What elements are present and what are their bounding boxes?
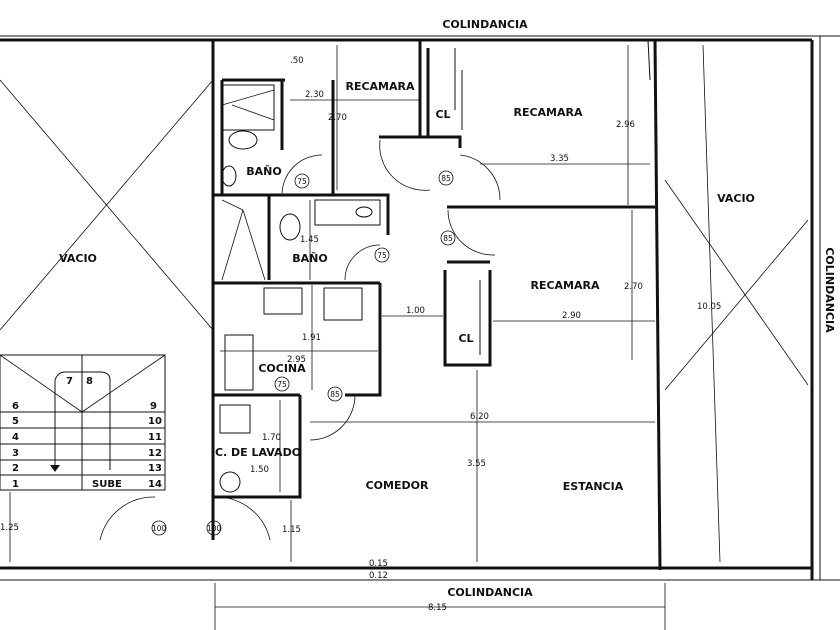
dimension-label: 2.70 [328, 113, 347, 123]
dimension-label: 1.45 [300, 235, 319, 245]
door-width-tag: 85 [441, 174, 451, 183]
closet-label: CL [458, 332, 473, 345]
laundry-sink-icon [219, 404, 251, 434]
stair-step: 14 [148, 479, 162, 490]
vacio-right-label: VACIO [717, 192, 755, 205]
stair-step: 5 [12, 416, 19, 427]
stair-step: 3 [12, 448, 19, 459]
dimension-label: 2.70 [624, 282, 643, 292]
door-tags: 75 85 85 75 75 85 100 100 [151, 170, 456, 536]
sink-icon [355, 206, 373, 218]
recamara-label: RECAMARA [530, 279, 600, 292]
recamara-label: RECAMARA [345, 80, 415, 93]
washer-icon [219, 471, 241, 493]
stove-icon [263, 287, 303, 315]
door-width-tag: 75 [277, 380, 287, 389]
dimension-label: 1.00 [406, 306, 425, 316]
stair-step: 9 [150, 401, 157, 412]
stair-sube-label: SUBE [92, 479, 122, 490]
bathroom-label: BAÑO [292, 252, 327, 265]
stair-step: 6 [12, 401, 19, 412]
door-width-tag: 85 [443, 234, 453, 243]
door-width-tag: 75 [377, 251, 387, 260]
dining-label: COMEDOR [366, 479, 429, 492]
vacio-left-label: VACIO [59, 252, 97, 265]
dimension-label: 1.15 [282, 525, 301, 535]
dimension-label: 3.55 [467, 459, 486, 469]
door-width-tag: 100 [207, 524, 222, 533]
stair-step: 8 [86, 376, 93, 387]
door-swings [99, 139, 501, 541]
colindancia-bottom-label: COLINDANCIA [447, 586, 533, 599]
stair-step: 2 [12, 463, 19, 474]
fridge-icon [323, 287, 363, 321]
living-label: ESTANCIA [563, 480, 624, 493]
dimension-label: 2.95 [287, 355, 306, 365]
kitchen-label: COCINA [258, 362, 306, 375]
dimension-labels: .50 2.30 2.70 2.96 3.35 1.45 2.70 2.90 1… [0, 56, 721, 613]
stair-step: 12 [148, 448, 162, 459]
dimension-lines [9, 44, 721, 630]
dimension-label: 8.15 [428, 603, 447, 613]
dimension-label: 1.91 [302, 333, 321, 343]
dimension-label: 10.05 [697, 302, 721, 312]
room-labels: COLINDANCIA COLINDANCIA COLINDANCIA VACI… [59, 18, 836, 599]
closet-label: CL [435, 108, 450, 121]
bathroom-label: BAÑO [246, 165, 281, 178]
dimension-label: 0.15 [369, 559, 388, 569]
dimension-label: 2.30 [305, 90, 324, 100]
stair-step: 7 [66, 376, 73, 387]
dimension-label: 1.70 [262, 433, 281, 443]
dimension-label: 1.25 [0, 523, 19, 533]
stair-step: 1 [12, 479, 19, 490]
dimension-label: 6.20 [470, 412, 489, 422]
recamara-label: RECAMARA [513, 106, 583, 119]
dimension-label: 0.12 [369, 571, 388, 581]
walls [0, 35, 840, 581]
colindancia-right-label: COLINDANCIA [823, 247, 836, 333]
door-width-tag: 100 [152, 524, 167, 533]
sink-icon [221, 165, 237, 187]
dimension-label: .50 [290, 56, 304, 66]
colindancia-top-label: COLINDANCIA [442, 18, 528, 31]
staircase: 6 5 4 3 2 1 9 10 11 12 13 14 7 8 SUBE [0, 354, 166, 491]
stair-step: 10 [148, 416, 162, 427]
kitchen-sink-icon [224, 334, 254, 391]
dimension-label: 3.35 [550, 154, 569, 164]
dimension-label: 1.50 [250, 465, 269, 475]
stair-step: 13 [148, 463, 162, 474]
dimension-label: 2.90 [562, 311, 581, 321]
door-width-tag: 75 [297, 177, 307, 186]
door-width-tag: 85 [330, 390, 340, 399]
stair-step: 4 [12, 432, 19, 443]
toilet-icon [228, 130, 258, 150]
arrow-down-icon [50, 465, 60, 472]
fixtures [219, 84, 381, 493]
stair-step: 11 [148, 432, 162, 443]
dimension-label: 2.96 [616, 120, 635, 130]
laundry-label: C. DE LAVADO [215, 446, 301, 459]
toilet-icon [279, 213, 301, 241]
